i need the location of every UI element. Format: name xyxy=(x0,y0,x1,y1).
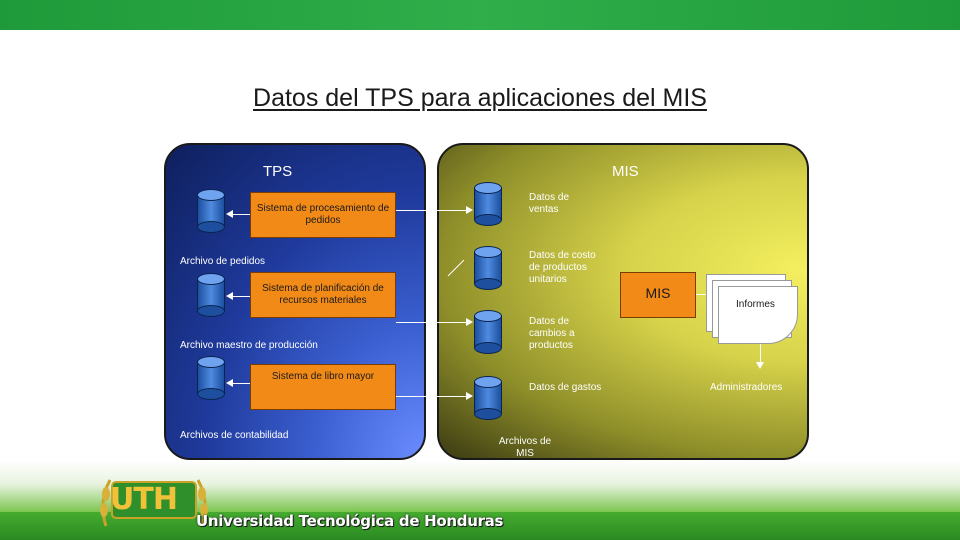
mis-files-label: Archivos de MIS xyxy=(498,436,552,459)
data-label-expenses: Datos de gastos xyxy=(529,382,602,393)
connector-line xyxy=(760,344,761,364)
arrow-left-icon xyxy=(226,379,233,387)
arrow-left-icon xyxy=(226,292,233,300)
top-accent-bar xyxy=(0,0,960,30)
data-label-product-changes: Datos de cambios a productos xyxy=(529,316,575,351)
file-label-orders: Archivo de pedidos xyxy=(180,256,266,267)
users-label: Administradores xyxy=(710,382,783,393)
tps-panel-title: TPS xyxy=(263,163,293,180)
university-name: Universidad Tecnológica de Honduras xyxy=(196,512,504,530)
mis-process-label: MIS xyxy=(645,285,671,301)
reports-label: Informes xyxy=(736,299,775,310)
database-icon xyxy=(197,273,225,317)
system-box-label: Sistema de planificación de recursos mat… xyxy=(262,283,384,306)
arrow-right-icon xyxy=(466,206,473,214)
arrow-right-icon xyxy=(466,318,473,326)
slide-title: Datos del TPS para aplicaciones del MIS xyxy=(253,84,707,112)
database-icon xyxy=(197,189,225,233)
connector-line xyxy=(232,383,250,384)
connector-line xyxy=(232,296,250,297)
database-icon xyxy=(474,376,502,420)
database-icon xyxy=(474,310,502,354)
connector-line xyxy=(396,322,466,323)
arrow-right-icon xyxy=(466,392,473,400)
database-icon xyxy=(474,182,502,226)
connector-line xyxy=(232,214,250,215)
system-box-label: Sistema de procesamiento de pedidos xyxy=(256,203,390,226)
arrow-left-icon xyxy=(226,210,233,218)
footer-band xyxy=(0,460,960,540)
connector-line xyxy=(696,294,712,295)
database-icon xyxy=(474,246,502,290)
connector-line xyxy=(396,396,466,397)
data-label-unit-cost: Datos de costo de productos unitarios xyxy=(529,250,596,285)
mis-process-box: MIS xyxy=(620,272,696,318)
connector-diagonal xyxy=(447,259,465,277)
reports-document-icon xyxy=(718,286,798,344)
system-box-orders: Sistema de procesamiento de pedidos xyxy=(250,192,396,238)
system-box-ledger: Sistema de libro mayor xyxy=(250,364,396,410)
arrow-down-icon xyxy=(756,362,764,369)
database-icon xyxy=(197,356,225,400)
connector-line xyxy=(396,210,466,211)
file-label-production: Archivo maestro de producción xyxy=(180,340,318,351)
system-box-label: Sistema de libro mayor xyxy=(271,371,375,382)
mis-panel-title: MIS xyxy=(612,163,639,180)
university-logo-text: UTH xyxy=(110,482,178,517)
data-label-sales: Datos de ventas xyxy=(529,192,570,215)
system-box-mrp: Sistema de planificación de recursos mat… xyxy=(250,272,396,318)
file-label-accounting: Archivos de contabilidad xyxy=(180,430,289,441)
university-laurel-logo xyxy=(100,479,208,527)
